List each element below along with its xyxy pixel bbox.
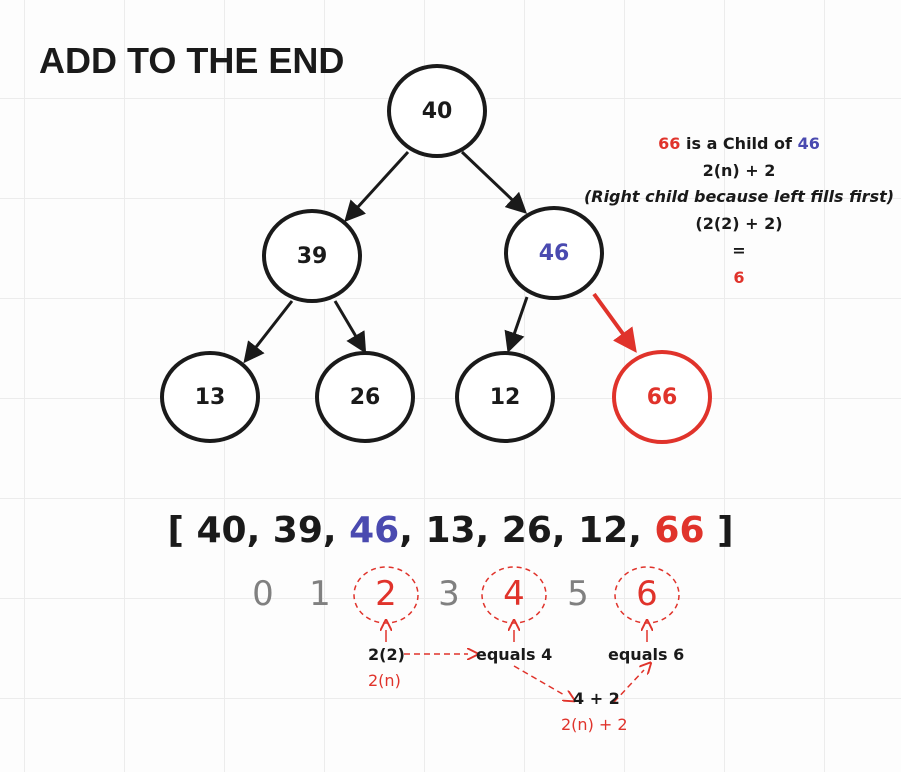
- array-value: 12: [578, 510, 629, 551]
- array-index: 1: [309, 574, 331, 614]
- array-index: 5: [567, 574, 589, 614]
- node-label: 40: [422, 99, 453, 124]
- array-value: 39: [272, 510, 323, 551]
- array-index: 3: [438, 574, 460, 614]
- edge-39-13: [243, 300, 294, 364]
- calc-step-3-formula: 2(n) + 2: [561, 715, 628, 734]
- note-parent-value: 46: [797, 134, 820, 153]
- node-label: 26: [350, 385, 381, 410]
- note-child-text: is a Child of: [685, 134, 793, 153]
- edge-39-26: [333, 300, 367, 354]
- calc-step-1-formula: 2(n): [368, 671, 401, 690]
- array-representation: [ 40, 39, 46, 13, 26, 12, 66 ]: [167, 510, 734, 551]
- calc-step-1: 2(2): [368, 645, 405, 664]
- note-child-value: 66: [658, 134, 681, 153]
- array-open-bracket: [: [167, 510, 184, 551]
- diagram-title: ADD TO THE END: [39, 40, 345, 81]
- node-label: 46: [539, 241, 570, 266]
- edge-40-46: [460, 150, 528, 214]
- note-equals: =: [732, 241, 746, 260]
- node-label: 39: [297, 244, 328, 269]
- calc-step-2: equals 4: [476, 645, 553, 664]
- calc-step-3: 4 + 2: [573, 689, 620, 708]
- tree-node: 26: [315, 351, 415, 443]
- node-label: 66: [647, 385, 678, 410]
- calc-step-4: equals 6: [608, 645, 685, 664]
- array-value: 40: [196, 510, 247, 551]
- array-value-new: 66: [654, 510, 705, 551]
- array-close-bracket: ]: [717, 510, 734, 551]
- tree-node: 46: [504, 206, 604, 300]
- edge-40-39: [344, 150, 410, 223]
- note-substitution: (2(2) + 2): [695, 214, 783, 233]
- tree-node: 12: [455, 351, 555, 443]
- array-index-highlight: 6: [636, 574, 658, 614]
- node-label: 12: [490, 385, 521, 410]
- array-value: 13: [425, 510, 476, 551]
- note-formula: 2(n) + 2: [702, 161, 776, 180]
- node-label: 13: [195, 385, 226, 410]
- tree-node: 40: [387, 64, 487, 158]
- note-child-relation: 66 is a Child of 46: [580, 134, 898, 153]
- calc-arrow: [613, 670, 644, 703]
- array-index: 0: [252, 574, 274, 614]
- tree-node-new: 66: [612, 350, 712, 444]
- array-value-parent: 46: [349, 510, 400, 551]
- array-index-highlight: 2: [375, 574, 397, 614]
- array-value: 26: [501, 510, 552, 551]
- note-explanation: (Right child because left fills first): [583, 187, 895, 206]
- note-result: 6: [733, 268, 745, 287]
- edge-46-12: [504, 296, 529, 353]
- tree-node: 13: [160, 351, 260, 443]
- array-index-highlight: 4: [503, 574, 525, 614]
- tree-node: 39: [262, 209, 362, 303]
- calc-arrow: [513, 665, 566, 696]
- edge-46-66: [592, 292, 637, 353]
